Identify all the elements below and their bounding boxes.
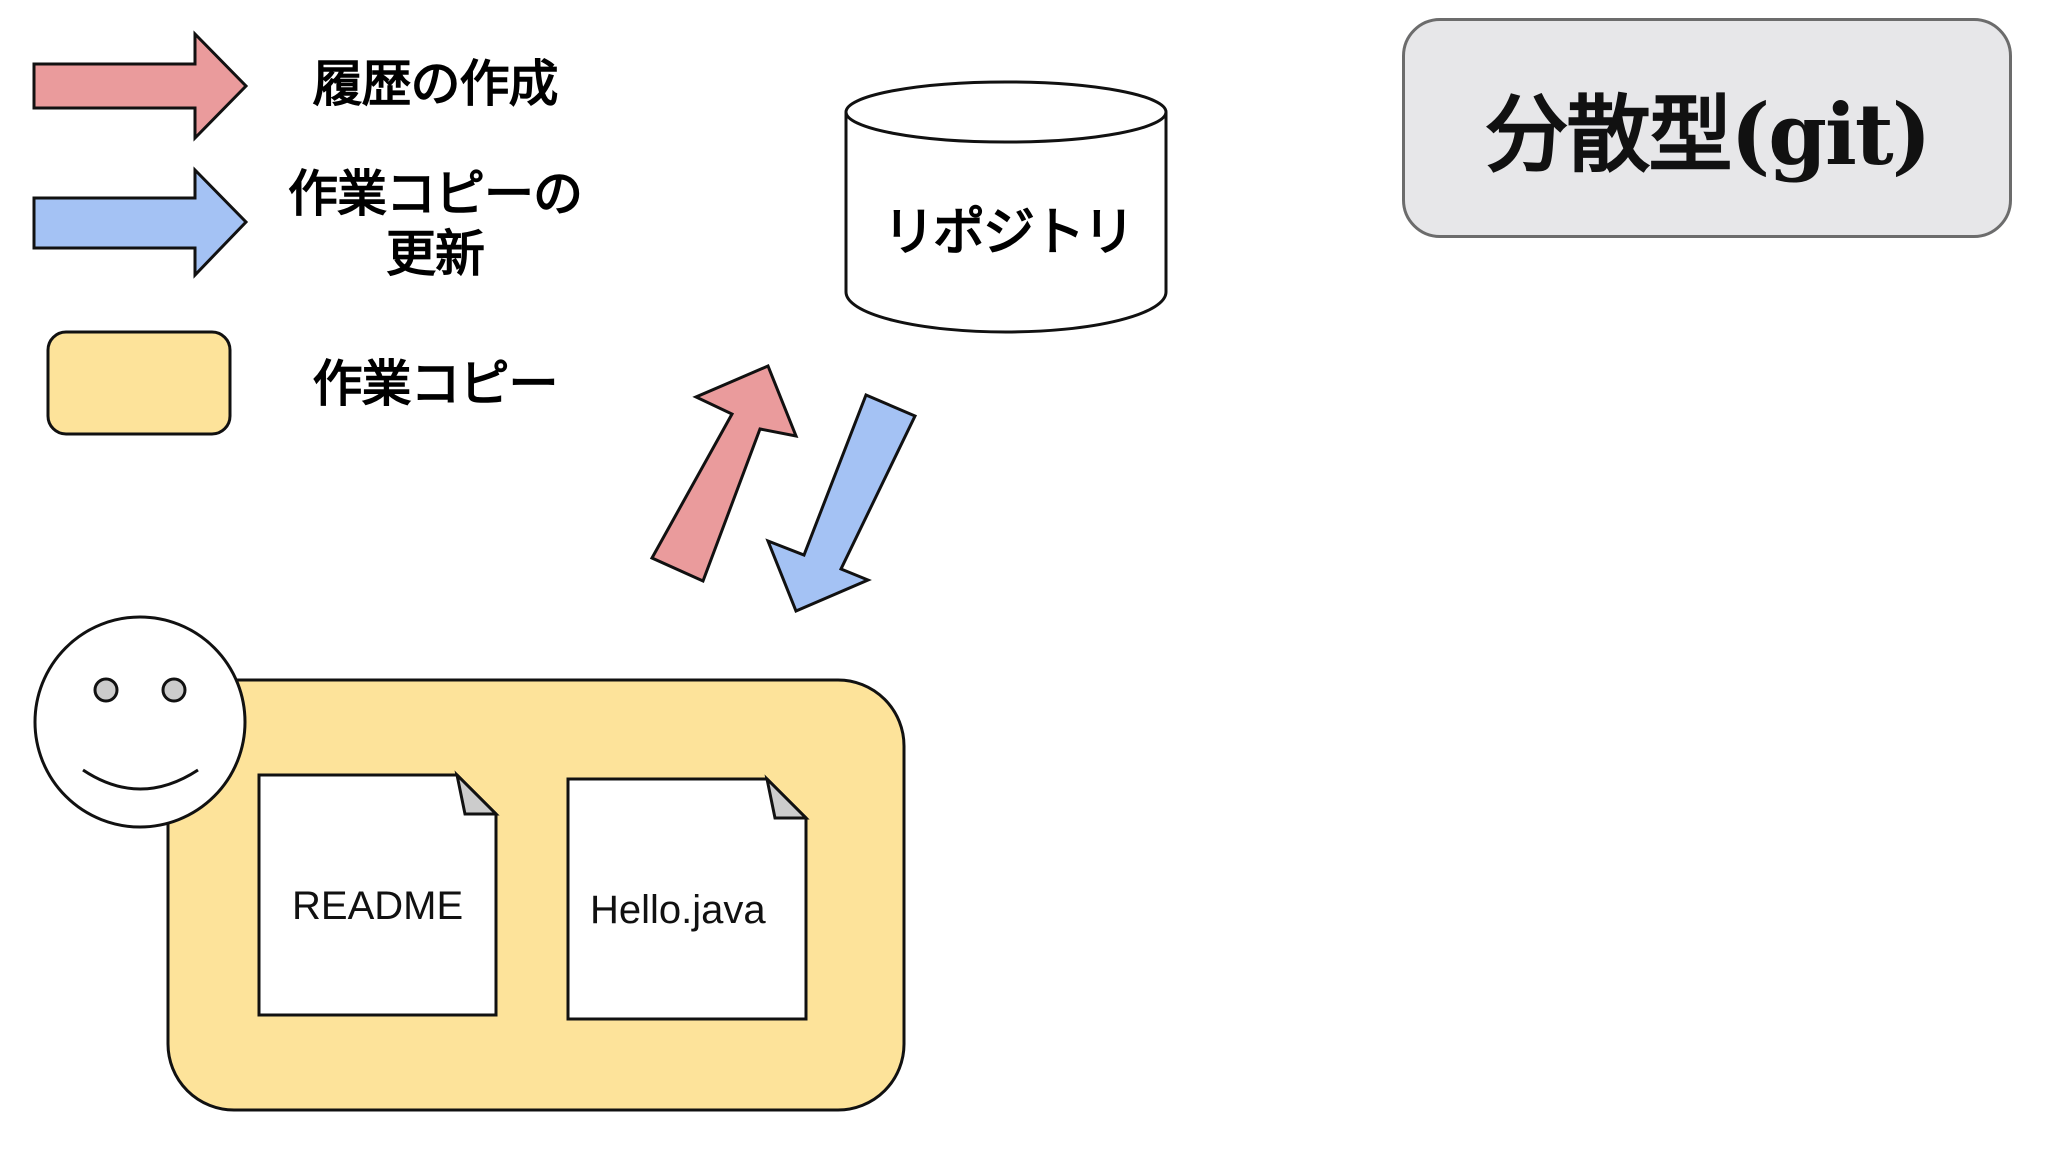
page-title: 分散型(git) — [1484, 84, 1932, 184]
repository-label: リポジトリ — [882, 203, 1135, 263]
title-box: 分散型(git) — [1402, 18, 2012, 238]
update-arrow — [765, 393, 918, 613]
file-label: Hello.java — [590, 888, 766, 932]
file-label: README — [292, 884, 464, 928]
smiley-face-icon — [33, 615, 247, 829]
legend-commit-label: 履歴の作成 — [312, 55, 559, 113]
legend-commit-arrow — [32, 30, 249, 142]
commit-arrow — [649, 364, 799, 584]
legend-working-copy-label: 作業コピー — [312, 355, 559, 413]
document-icon — [257, 770, 500, 1017]
legend-update-arrow — [32, 166, 249, 279]
database-cylinder-icon — [844, 80, 1168, 334]
legend-working-copy-swatch — [46, 330, 232, 436]
document-icon — [566, 774, 810, 1021]
legend-update-label-line2: 更新 — [386, 225, 485, 283]
legend-update-label-line1: 作業コピーの — [288, 165, 583, 223]
